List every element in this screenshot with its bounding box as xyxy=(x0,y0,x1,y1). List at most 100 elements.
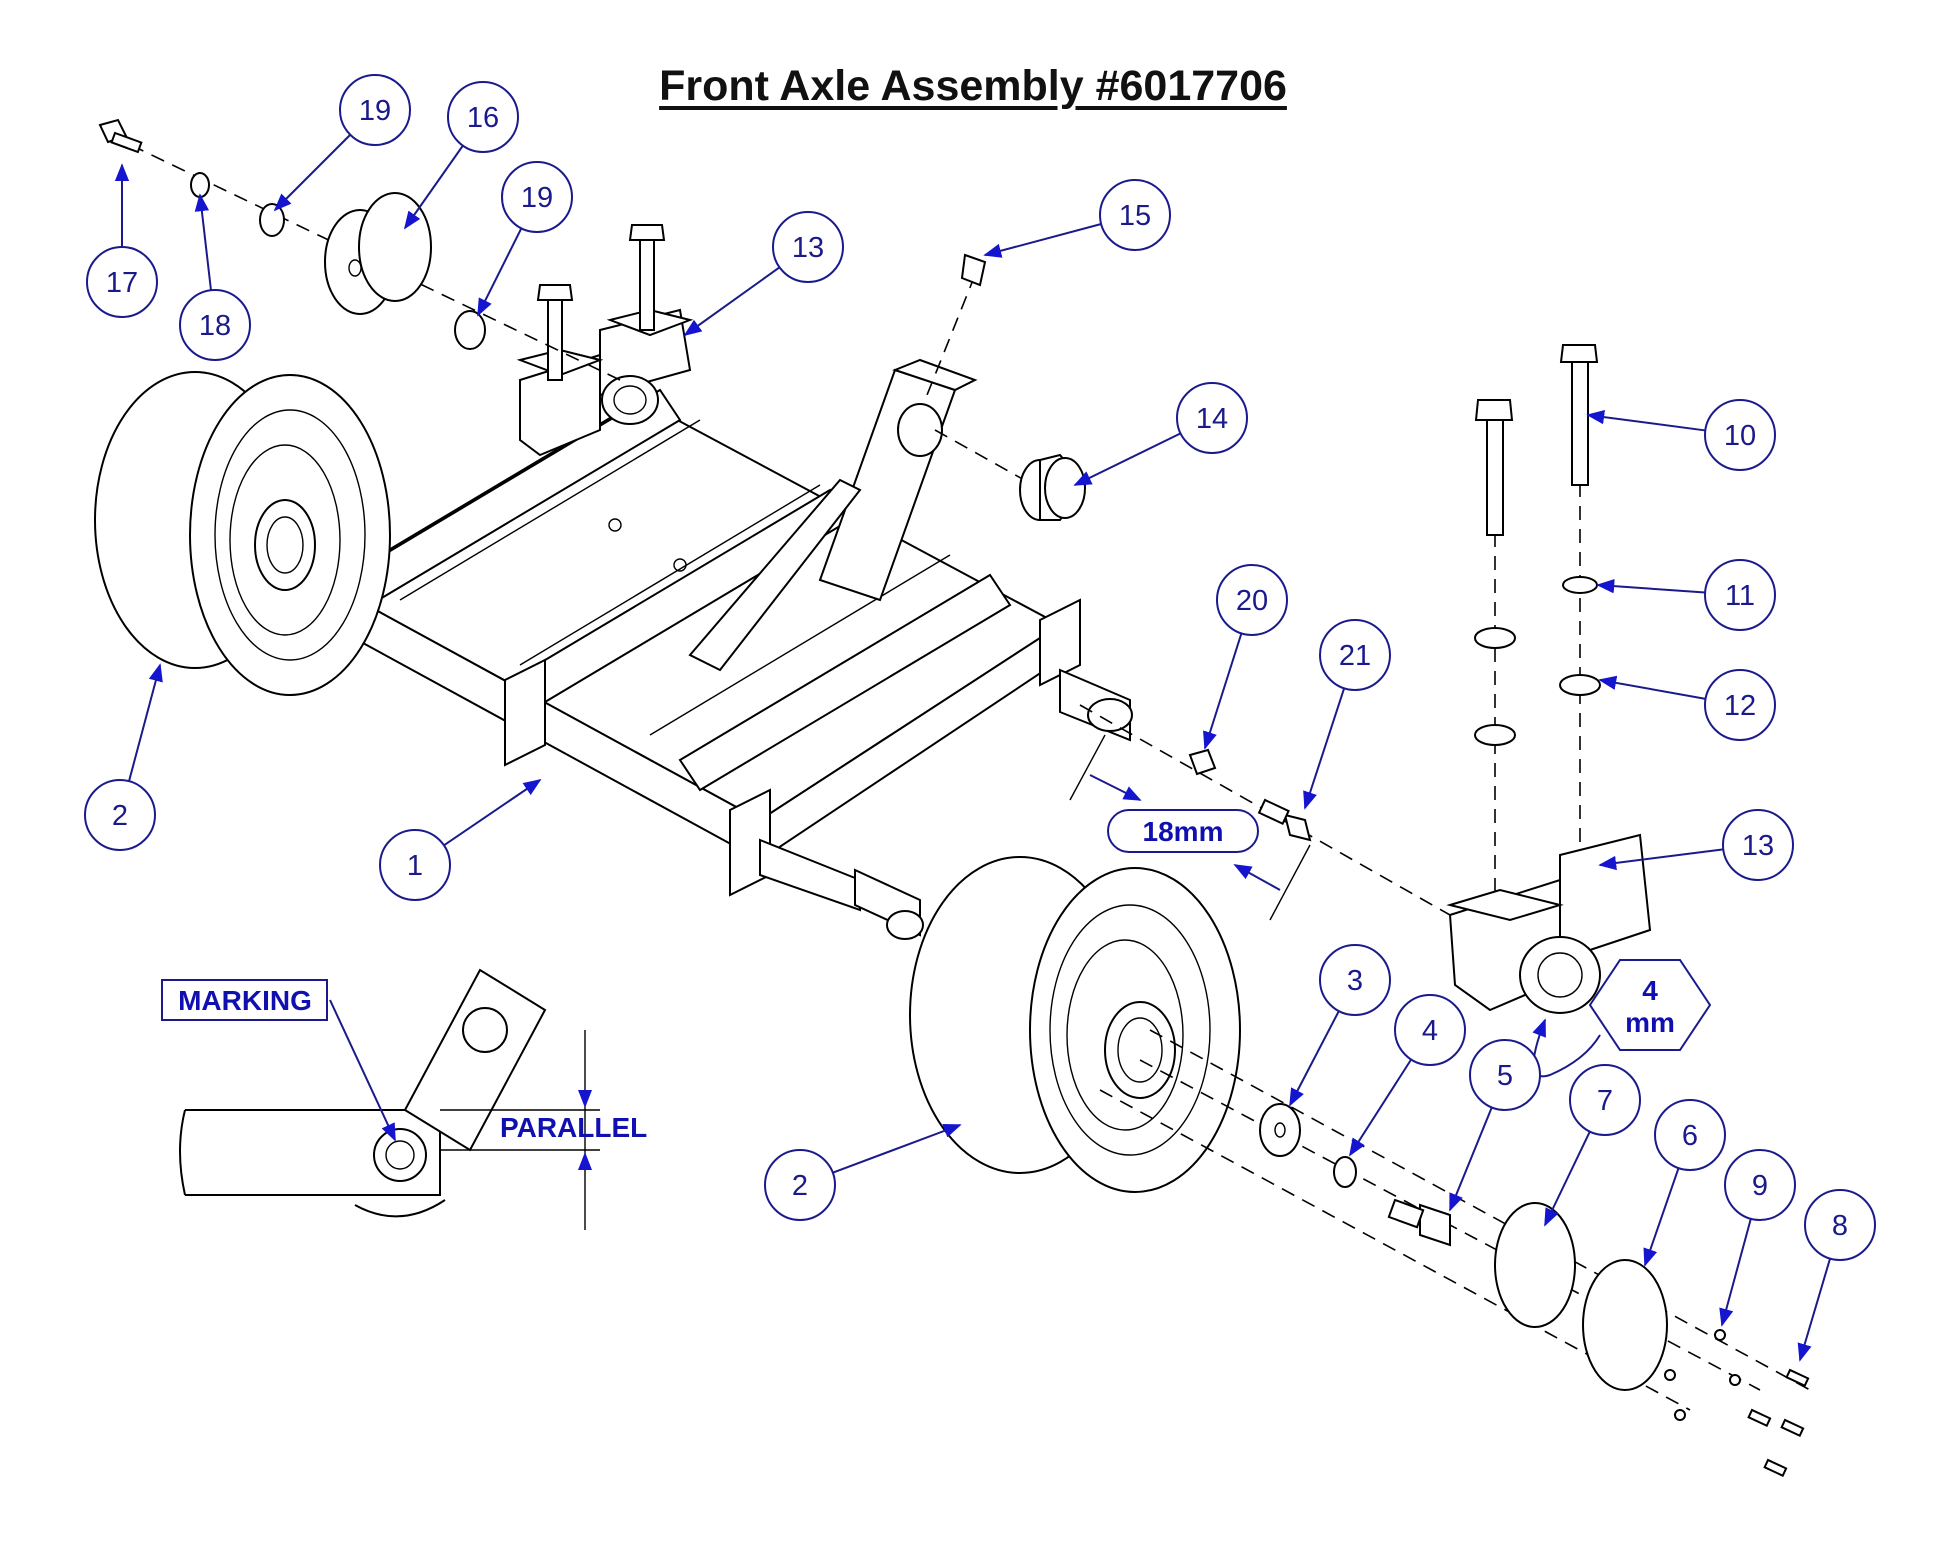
balloon-circle xyxy=(501,161,573,233)
balloon-leader xyxy=(1643,1167,1680,1267)
balloon-item-2: 2 xyxy=(764,1123,962,1221)
balloon-item-5: 5 xyxy=(1449,1039,1541,1212)
balloon-number: 16 xyxy=(467,102,499,134)
balloon-circle xyxy=(1704,669,1776,741)
balloon-number: 3 xyxy=(1347,965,1363,997)
balloon-item-14: 14 xyxy=(1073,382,1248,486)
balloon-circle xyxy=(1469,1039,1541,1111)
balloon-number: 19 xyxy=(359,95,391,127)
balloon-circle xyxy=(764,1149,836,1221)
dim-4-label: 4 xyxy=(1642,975,1658,1006)
balloon-item-8: 8 xyxy=(1797,1189,1876,1362)
top-bearing-block-part-13 xyxy=(516,224,694,457)
balloon-leader xyxy=(194,193,212,291)
parallel-label: PARALLEL xyxy=(500,1112,647,1143)
dim-18mm-label: 18mm xyxy=(1143,816,1224,847)
balloon-item-19: 19 xyxy=(477,161,573,317)
balloon-circle xyxy=(1176,382,1248,454)
balloon-leader xyxy=(1797,1258,1832,1362)
balloon-circle xyxy=(1704,559,1776,631)
balloon-number: 6 xyxy=(1682,1120,1698,1152)
balloon-circle xyxy=(1216,564,1288,636)
balloon-item-13: 13 xyxy=(683,211,844,337)
balloon-circle xyxy=(1319,944,1391,1016)
balloon-leader xyxy=(1719,1218,1752,1327)
balloon-leader xyxy=(1544,1131,1591,1227)
marking-detail-inset: MARKING PARALLEL xyxy=(161,968,647,1230)
balloon-number: 9 xyxy=(1752,1170,1768,1202)
balloon-number: 12 xyxy=(1724,690,1756,722)
balloon-circle xyxy=(447,81,519,153)
balloon-item-2: 2 xyxy=(84,663,163,851)
balloon-circle xyxy=(1704,399,1776,471)
balloon-leader xyxy=(983,223,1102,258)
cap-and-fasteners-16-19 xyxy=(98,118,621,381)
balloon-number: 7 xyxy=(1597,1085,1613,1117)
balloon-circle xyxy=(86,246,158,318)
balloon-number: 4 xyxy=(1422,1015,1438,1047)
balloon-item-12: 12 xyxy=(1598,669,1776,741)
balloon-number: 1 xyxy=(407,850,423,882)
balloon-item-20: 20 xyxy=(1203,564,1288,750)
balloon-item-6: 6 xyxy=(1643,1099,1726,1267)
balloon-leader xyxy=(273,134,351,212)
balloon-item-9: 9 xyxy=(1719,1149,1796,1327)
balloon-circle xyxy=(339,74,411,146)
balloon-item-13: 13 xyxy=(1598,809,1794,881)
balloon-circle xyxy=(1722,809,1794,881)
balloon-leader xyxy=(1203,633,1243,750)
balloon-leader xyxy=(403,145,464,230)
balloon-leader xyxy=(1449,1107,1493,1212)
balloon-leader xyxy=(443,778,542,847)
dim-mm-label: mm xyxy=(1625,1007,1675,1038)
balloon-circle xyxy=(379,829,451,901)
balloon-circle xyxy=(84,779,156,851)
balloon-leader xyxy=(1349,1058,1412,1157)
balloon-number: 8 xyxy=(1832,1210,1848,1242)
balloon-circle xyxy=(179,289,251,361)
balloon-circle xyxy=(1319,619,1391,691)
balloon-item-1: 1 xyxy=(379,778,542,901)
balloon-number: 13 xyxy=(792,232,824,264)
balloon-item-16: 16 xyxy=(403,81,519,230)
marking-label-box xyxy=(161,979,328,1021)
drawing-title: Front Axle Assembly #6017706 xyxy=(659,62,1287,110)
balloon-item-15: 15 xyxy=(983,179,1171,258)
dimension-4mm: 4 mm xyxy=(1532,959,1712,1078)
balloon-number: 13 xyxy=(1742,830,1774,862)
balloon-number: 10 xyxy=(1724,420,1756,452)
balloon-number: 2 xyxy=(792,1170,808,1202)
balloon-item-7: 7 xyxy=(1544,1064,1641,1227)
balloon-number: 14 xyxy=(1196,403,1228,435)
balloon-item-17: 17 xyxy=(86,163,158,318)
marking-label: MARKING xyxy=(178,985,312,1016)
balloon-circle xyxy=(1654,1099,1726,1171)
balloon-number: 21 xyxy=(1339,640,1371,672)
balloon-leader xyxy=(1303,687,1346,810)
balloon-number: 20 xyxy=(1236,585,1268,617)
balloon-leader xyxy=(683,266,781,337)
balloon-leader xyxy=(1598,848,1724,871)
balloon-number: 5 xyxy=(1497,1060,1513,1092)
balloon-leader xyxy=(832,1123,962,1174)
dimension-18mm: 18mm xyxy=(1069,734,1311,921)
hub-hardware-3-9 xyxy=(1099,1029,1811,1478)
balloon-circle xyxy=(1394,994,1466,1066)
left-wheel-part-2 xyxy=(94,371,391,696)
balloon-number: 2 xyxy=(112,800,128,832)
balloon-item-4: 4 xyxy=(1349,994,1466,1157)
balloon-item-10: 10 xyxy=(1586,399,1776,471)
balloon-item-21: 21 xyxy=(1303,619,1391,810)
balloon-item-19: 19 xyxy=(273,74,411,212)
balloon-circle xyxy=(1099,179,1171,251)
balloon-leader xyxy=(128,663,163,782)
balloon-number: 11 xyxy=(1725,580,1755,612)
balloon-number: 17 xyxy=(106,267,138,299)
balloon-leader xyxy=(1073,432,1181,486)
right-bearing-block-part-13 xyxy=(1079,344,1652,1014)
balloon-number: 19 xyxy=(521,182,553,214)
right-wheel-part-2 xyxy=(909,856,1241,1193)
axle-frame-part-1 xyxy=(269,358,1133,940)
